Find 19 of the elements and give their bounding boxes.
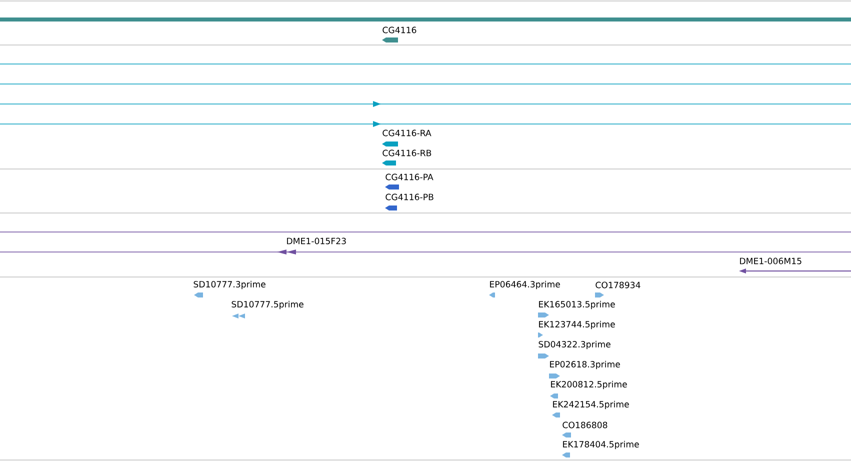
feature-label: CO178934 <box>596 282 640 288</box>
feature-label: EP06464.3prime <box>490 280 560 290</box>
feature-label: SD10777.5prime <box>232 300 304 310</box>
feature-label: SD10777.3prime <box>194 280 266 290</box>
feature-label: SD04322.3prime <box>538 340 610 350</box>
feature-label: CO186808 <box>562 422 608 428</box>
feature-label: EK123744.5prime <box>539 320 615 330</box>
feature-label: DME1-006M15 <box>740 258 802 264</box>
feature-label: EK200812.5prime <box>551 380 627 390</box>
feature-label: EK242154.5prime <box>553 400 629 410</box>
feature-label: CG4116-RB <box>382 150 432 156</box>
feature-label: CG4116-PA <box>386 174 434 180</box>
feature-label: EK178404.5prime <box>563 440 639 450</box>
feature-label: CG4116-PB <box>386 194 434 200</box>
feature-label: EP02618.3prime <box>550 360 620 370</box>
feature-label: CG4116 <box>382 26 416 34</box>
feature-label: CG4116-RA <box>382 130 432 136</box>
feature-label: EK165013.5prime <box>539 300 615 310</box>
feature-label: DME1-015F23 <box>287 238 346 244</box>
